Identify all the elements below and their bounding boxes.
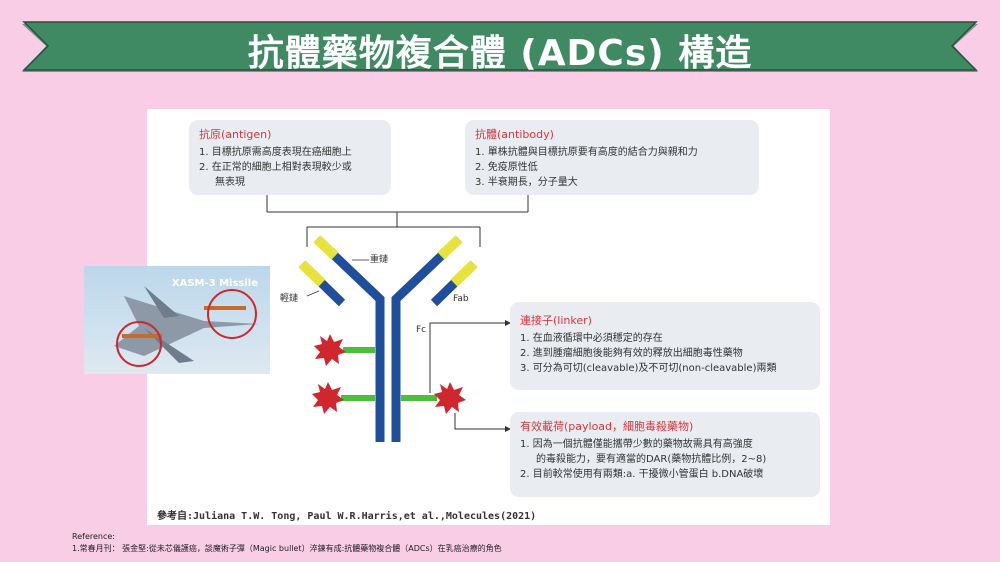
fighter-jet-illustration: [114, 286, 259, 367]
reference-block: Reference: 1.常春月刊： 張金堅:從未芯儀護癌，談魔術子彈（Magi…: [72, 531, 502, 555]
reference-heading: Reference:: [72, 532, 115, 541]
heavy-chain: [313, 235, 463, 442]
callout-arrows: [429, 322, 505, 430]
heavy-chain-label: 重鏈: [370, 255, 389, 265]
antibody-item: 2. 免疫原性低: [475, 162, 538, 173]
reference-line: 1.常春月刊： 張金堅:從未芯儀護癌，談魔術子彈（Magic bullet）淬鍊…: [72, 544, 502, 553]
payload-box: 有效載荷(payload，細胞毒殺藥物) 1. 因為一個抗體僅能攜帶少數的藥物故…: [510, 412, 820, 497]
fc-label: Fc: [416, 325, 427, 335]
linker-item: 2. 進到腫瘤細胞後能夠有效的釋放出細胞毒性藥物: [520, 348, 743, 359]
light-chain-label: 輕鏈: [280, 294, 299, 304]
fab-label: Fab: [453, 294, 469, 304]
title-banner: [22, 21, 978, 72]
adc-structure-figure: 抗原(antigen) 1. 目標抗原需高度表現在癌細胞上 2. 在正常的細胞上…: [147, 109, 830, 525]
antigen-item: 無表現: [215, 177, 245, 188]
linker-box: 連接子(linker) 1. 在血液循環中必須穩定的存在 2. 進到腫瘤細胞後能…: [510, 302, 820, 390]
antigen-item: 1. 目標抗原需高度表現在癌細胞上: [199, 147, 352, 158]
page-title: 抗體藥物複合體 (ADCs) 構造: [247, 33, 753, 74]
payload-drugs: [312, 334, 466, 414]
payload-item: 的毒殺能力，要有適當的DAR(藥物抗體比例，2~8): [536, 454, 767, 465]
missile-label: XASM-3 Missile: [171, 278, 258, 289]
antibody-diagram: [266, 194, 529, 442]
figure-citation: 參考自:Juliana T.W. Tong, Paul W.R.Harris,e…: [157, 511, 537, 522]
antigen-box: 抗原(antigen) 1. 目標抗原需高度表現在癌細胞上 2. 在正常的細胞上…: [189, 120, 391, 195]
linker-heading: 連接子(linker): [520, 314, 592, 327]
missile-photo: XASM-3 Missile: [84, 266, 270, 374]
payload-item: 1. 因為一個抗體僅能攜帶少數的藥物故需具有高強度: [520, 439, 753, 450]
bracket-connector: [266, 194, 529, 247]
linker-bars: [341, 347, 437, 401]
payload-heading: 有效載荷(payload，細胞毒殺藥物): [520, 420, 694, 433]
antibody-item: 1. 單株抗體與目標抗原要有高度的結合力與親和力: [475, 147, 698, 158]
linker-item: 3. 可分為可切(cleavable)及不可切(non-cleavable)兩類: [520, 363, 777, 374]
antigen-item: 2. 在正常的細胞上相對表現較少或: [199, 162, 352, 173]
antibody-box: 抗體(antibody) 1. 單株抗體與目標抗原要有高度的結合力與親和力 2.…: [465, 120, 759, 195]
light-chain: [298, 235, 478, 307]
payload-item: 2. 目前較常使用有兩類:a. 干擾微小管蛋白 b.DNA破壞: [520, 469, 764, 480]
antigen-heading: 抗原(antigen): [199, 128, 272, 141]
linker-item: 1. 在血液循環中必須穩定的存在: [520, 333, 663, 344]
antibody-heading: 抗體(antibody): [475, 128, 554, 141]
antibody-item: 3. 半衰期長，分子量大: [475, 177, 578, 188]
